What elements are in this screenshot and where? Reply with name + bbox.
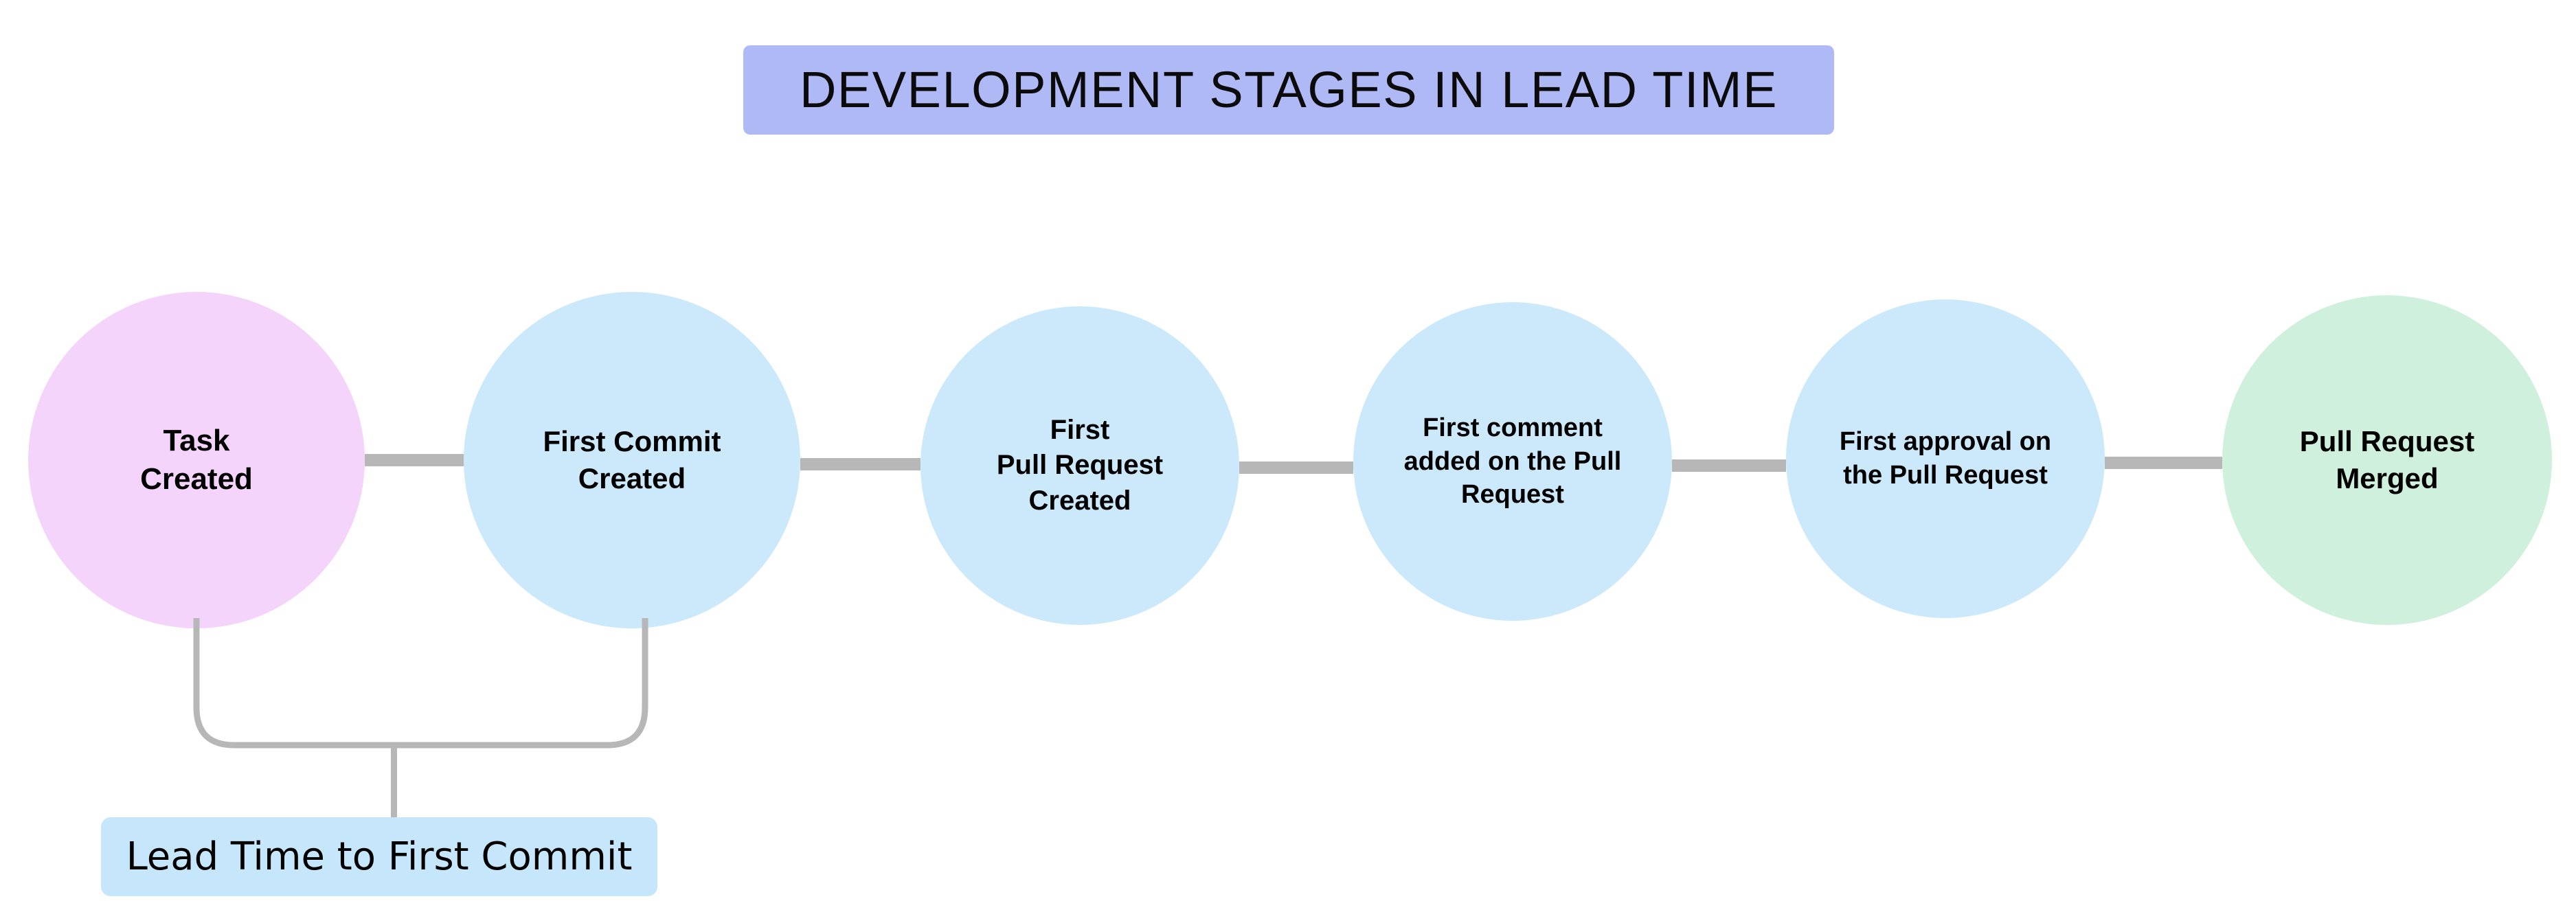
lead-time-label-box[interactable]: Lead Time to First Commit	[101, 817, 657, 896]
stage-node-task-created[interactable]: Task Created	[28, 292, 365, 628]
connector-commit-to-pull-request	[800, 458, 920, 470]
diagram-title-banner: DEVELOPMENT STAGES IN LEAD TIME	[743, 45, 1834, 135]
stage-node-first-comment-added[interactable]: First comment added on the Pull Request	[1353, 302, 1672, 621]
stage-node-first-pull-request-created[interactable]: First Pull Request Created	[920, 306, 1239, 625]
stage-label-first-commit-created: First Commit Created	[543, 425, 721, 494]
connector-comment-to-approval	[1672, 459, 1786, 472]
connector-task-to-commit	[365, 454, 466, 466]
stage-label-first-approval: First approval on the Pull Request	[1839, 427, 2052, 490]
stage-label-pull-request-merged: Pull Request Merged	[2299, 425, 2475, 494]
lead-time-bracket-stem	[391, 743, 397, 820]
lead-time-bracket	[172, 618, 666, 755]
stage-label-first-pull-request-created: First Pull Request Created	[996, 415, 1164, 516]
connector-approval-to-merged	[2105, 457, 2222, 469]
lead-time-label-text: Lead Time to First Commit	[126, 834, 633, 879]
stage-label-task-created: Task Created	[140, 423, 253, 496]
stage-node-pull-request-merged[interactable]: Pull Request Merged	[2222, 295, 2552, 625]
connector-pull-request-to-comment	[1239, 461, 1353, 474]
stage-node-first-commit-created[interactable]: First Commit Created	[464, 292, 800, 628]
stage-label-first-comment-added: First comment added on the Pull Request	[1403, 413, 1622, 510]
stage-node-first-approval[interactable]: First approval on the Pull Request	[1786, 299, 2105, 618]
page-title: DEVELOPMENT STAGES IN LEAD TIME	[799, 61, 1778, 118]
